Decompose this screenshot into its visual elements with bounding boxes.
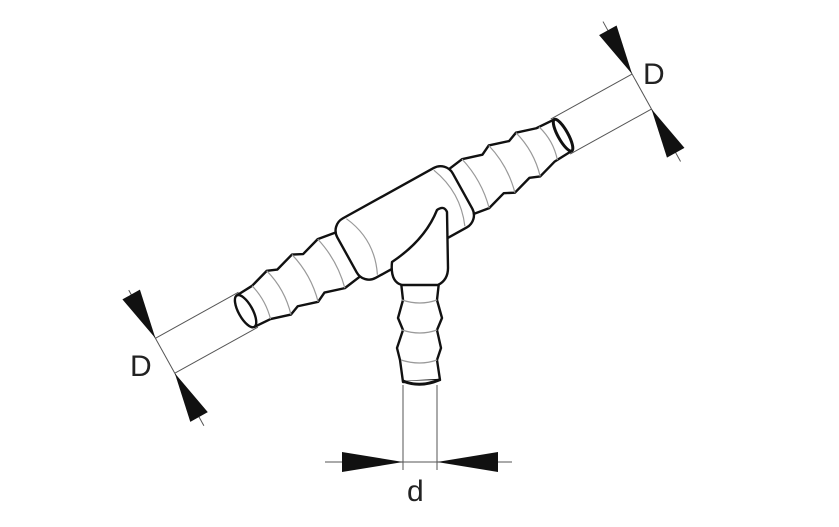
label-outer-diameter-right: D bbox=[643, 58, 665, 91]
branch bbox=[325, 206, 512, 472]
left-spigot-opening bbox=[233, 293, 258, 329]
right-spigot-ring bbox=[551, 117, 575, 153]
left-hose-upper-line bbox=[155, 291, 239, 339]
branch-spigot-ring bbox=[402, 378, 440, 386]
label-outer-diameter-left: D bbox=[130, 350, 152, 383]
right-hose-upper-line bbox=[550, 73, 633, 120]
label-branch-diameter: d bbox=[407, 475, 424, 508]
branch-boss bbox=[390, 206, 450, 287]
right-arrow-bottom bbox=[651, 109, 685, 158]
right-hose-lower-line bbox=[569, 108, 652, 155]
left-arrow-top bbox=[122, 289, 156, 339]
left-hose-lower-line bbox=[174, 326, 259, 374]
left-arrow-bottom bbox=[174, 373, 208, 422]
branch-arrow-left bbox=[342, 452, 403, 472]
main-run bbox=[122, 21, 685, 426]
branch-arrow-right bbox=[437, 452, 498, 472]
right-arrow-top bbox=[599, 25, 633, 75]
branch-barbed-spigot bbox=[395, 280, 444, 384]
